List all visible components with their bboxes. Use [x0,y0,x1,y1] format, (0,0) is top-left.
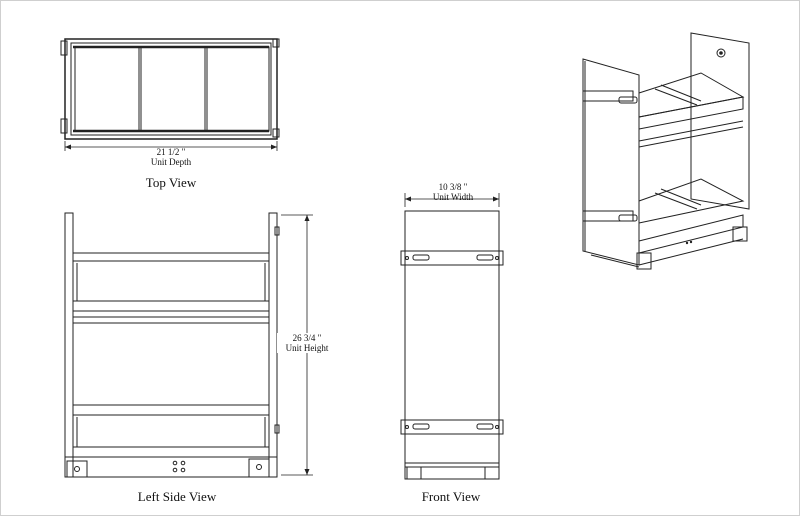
front-view-title: Front View [421,489,481,504]
front-base-foot-left [406,466,422,480]
top-view-dimension-value: 21 1/2 " [156,147,186,157]
front-view-dimension-label: Unit Width [432,192,474,202]
front-view-dimension-value: 10 3/8 " [438,182,468,192]
top-view-dimension: 21 1/2 " Unit Depth [121,147,221,167]
top-clip-lower-right [272,128,280,138]
front-view-dimension: 10 3/8 " Unit Width [411,182,495,202]
left-side-view [64,212,313,478]
left-view-dimension-value: 26 3/4 " [292,333,322,343]
top-clip-lower-left [60,118,68,134]
top-view-inner-frame [70,42,272,136]
top-view-title: Top View [145,175,197,190]
front-upper-rail [400,250,504,266]
top-section-2 [140,46,206,132]
left-view-dimension-label: Unit Height [285,343,329,353]
iso-base [638,214,744,254]
mount-hole [172,460,178,466]
front-panel [404,210,500,468]
iso-upper-rail [582,90,634,102]
right-post [268,212,278,478]
front-view [400,193,504,480]
front-base-foot-right [484,466,500,480]
left-post [64,212,74,478]
lower-shelf-rail-top [72,404,270,416]
iso-lower-rail [582,210,634,222]
iso-back-panel [690,32,750,210]
top-view-dimension-label: Unit Depth [150,157,192,167]
isometric-view [582,32,750,270]
iso-front-panel [582,58,640,266]
iso-lower-shelf [638,178,745,224]
base-bracket-left [66,460,88,478]
top-section-1 [74,46,140,132]
left-side-view-title: Left Side View [137,489,217,504]
left-view-dimension: 26 3/4 " Unit Height [277,333,337,353]
base-bracket-right [248,458,270,478]
top-clip-upper-right [272,38,280,48]
top-view [60,38,280,151]
lower-shelf-rail-bottom [72,446,270,458]
upper-shelf-rail-top [72,252,270,262]
top-clip-upper-left [60,40,68,56]
front-lower-rail [400,419,504,435]
upper-shelf-rail-bottom [72,300,270,312]
top-section-3 [206,46,270,132]
base-frame [64,456,278,478]
top-view-outline [64,38,278,140]
